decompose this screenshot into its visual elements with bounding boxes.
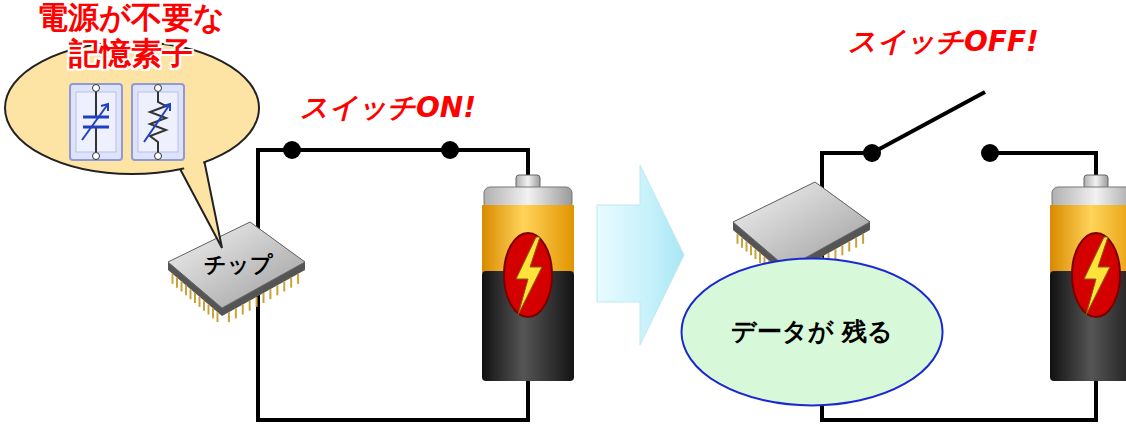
chip-pin (242, 305, 244, 315)
callout-bubble: 電源が不要な 記憶素子 (0, 0, 262, 178)
callout-heading: 電源が不要な 記憶素子 (0, 0, 262, 71)
variable-resistor-symbol (132, 84, 184, 160)
chip-pin (290, 278, 292, 288)
drawing-part (82, 104, 108, 140)
node-label: データが 残る (731, 318, 894, 347)
chip-pin (181, 282, 183, 292)
chip-pin (172, 274, 174, 284)
drawing-part (168, 222, 305, 316)
battery-icon (1050, 175, 1126, 381)
drawing-part (76, 92, 116, 152)
chip-pin (759, 253, 761, 263)
chip-pin (208, 305, 210, 315)
drawing-part (155, 153, 162, 160)
drawing-part (163, 104, 170, 111)
drawing-part (83, 116, 109, 119)
chip-pin (217, 312, 219, 322)
chip-icon (168, 222, 305, 322)
variable-capacitor-symbol (70, 84, 122, 160)
chip-pin (176, 278, 178, 288)
chip-pin (737, 234, 739, 244)
chip-pin (834, 249, 836, 259)
chip-pin (203, 301, 205, 311)
ellipse-outline (681, 259, 942, 406)
chip-pin (283, 282, 285, 292)
chip-pin (263, 293, 265, 303)
drawing-part (872, 92, 985, 153)
chip-pin (848, 242, 850, 252)
drawing-part (83, 126, 109, 129)
chip-pin (841, 245, 843, 255)
drawing-part (95, 127, 97, 152)
drawing-part (155, 85, 162, 92)
chip-pin (185, 285, 187, 295)
chip-pin (212, 308, 214, 318)
data-ellipse: データが 残る (680, 257, 944, 407)
chip-pin (862, 234, 864, 244)
chip-pin (755, 249, 757, 259)
chip-pin (235, 308, 237, 318)
chip-pin (746, 242, 748, 252)
transition-arrow (597, 165, 684, 345)
drawing-part (95, 92, 97, 117)
drawing-part (101, 104, 108, 111)
switch-contact (863, 144, 881, 162)
battery-icon (482, 175, 574, 381)
drawing-part (70, 84, 122, 160)
node-label: チップ (204, 252, 273, 277)
chip-pin (190, 289, 192, 299)
chip-pin (228, 312, 230, 322)
drawing-part (733, 182, 870, 268)
drawing-part (138, 92, 178, 152)
chip-pin (194, 293, 196, 303)
switch-label: スイッチON! (300, 92, 476, 124)
chip-pin (276, 285, 278, 295)
switch-contact (441, 141, 459, 159)
chip-pin (855, 238, 857, 248)
chip-pin (249, 301, 251, 311)
switch-contact (981, 144, 999, 162)
drawing-part (168, 222, 305, 308)
drawing-part (93, 153, 100, 160)
drawing-part (132, 84, 184, 160)
chip-pin (741, 238, 743, 248)
drawing-part (144, 104, 170, 142)
drawing-part (173, 274, 299, 322)
chip-label-box: チップ (200, 250, 277, 279)
chip-pin (199, 297, 201, 307)
switch-label: スイッチOFF! (848, 26, 1039, 58)
drawing-part (93, 85, 100, 92)
drawing-part (990, 153, 1096, 178)
chip-pin (750, 245, 752, 255)
chip-pin (297, 274, 299, 284)
chip-pin (256, 297, 258, 307)
switch-contact (283, 141, 301, 159)
chip-pin (269, 289, 271, 299)
